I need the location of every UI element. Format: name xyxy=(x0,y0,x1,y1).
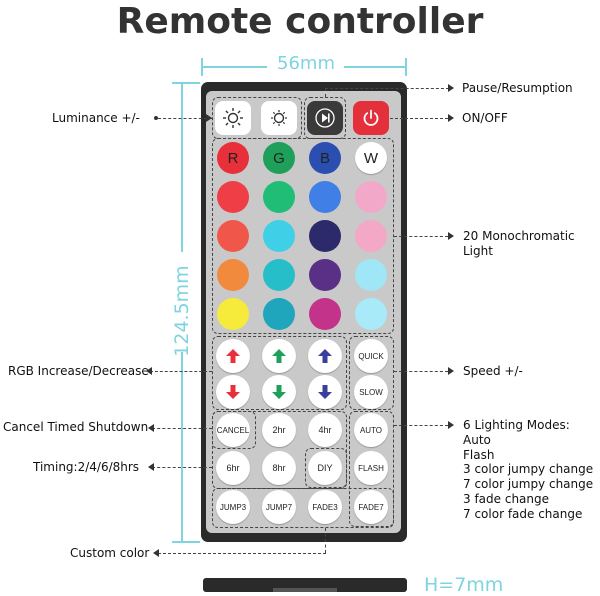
timer-8hr-button[interactable]: 8hr xyxy=(262,451,296,485)
width-dimension-line xyxy=(201,66,267,68)
white-button[interactable]: W xyxy=(355,142,387,174)
speed-group xyxy=(349,336,394,410)
color-button[interactable] xyxy=(217,259,249,291)
remote-side-view xyxy=(203,578,407,592)
slow-button[interactable]: SLOW xyxy=(354,375,388,409)
color-button[interactable] xyxy=(309,298,341,330)
green-decrease-button[interactable] xyxy=(262,375,296,409)
quick-button[interactable]: QUICK xyxy=(354,339,388,373)
height-dimension-line xyxy=(181,352,183,542)
red-increase-button[interactable] xyxy=(216,339,250,373)
jump3-button[interactable]: JUMP3 xyxy=(216,490,250,524)
arrow-down-icon xyxy=(272,385,286,399)
red-decrease-button[interactable] xyxy=(216,375,250,409)
arrow-up-icon xyxy=(226,349,240,363)
mode-item: Flash xyxy=(463,447,495,462)
red-button[interactable]: R xyxy=(217,142,249,174)
pause-callout: Pause/Resumption xyxy=(462,81,573,95)
color-button[interactable] xyxy=(263,181,295,213)
arrow-down-icon xyxy=(226,385,240,399)
power-icon xyxy=(363,109,379,126)
width-label: 56mm xyxy=(277,53,335,74)
cancel-callout: Cancel Timed Shutdown xyxy=(3,420,149,434)
blue-decrease-button[interactable] xyxy=(308,375,342,409)
timer-4hr-button[interactable]: 4hr xyxy=(308,413,342,447)
green-button[interactable]: G xyxy=(263,142,295,174)
height-label: 124.5mm xyxy=(171,265,193,357)
white-label: W xyxy=(363,149,379,167)
jump7-button[interactable]: JUMP7 xyxy=(262,490,296,524)
speed-callout: Speed +/- xyxy=(463,364,523,378)
color-button[interactable] xyxy=(355,181,387,213)
timing-callout: Timing:2/4/6/8hrs xyxy=(33,460,140,474)
custom-color-callout: Custom color xyxy=(70,546,150,560)
mode-item: 7 color jumpy change xyxy=(463,477,594,492)
mode-item: 6 Lighting Modes: xyxy=(463,418,570,432)
color-button[interactable] xyxy=(355,298,387,330)
play-pause-icon xyxy=(315,108,335,128)
onoff-callout: ON/OFF xyxy=(462,111,508,125)
green-increase-button[interactable] xyxy=(262,339,296,373)
fade7-button[interactable]: FADE7 xyxy=(354,490,388,524)
color-button[interactable] xyxy=(355,220,387,252)
rgb-adjust-group xyxy=(212,336,347,410)
color-button[interactable] xyxy=(217,220,249,252)
blue-increase-button[interactable] xyxy=(308,339,342,373)
color-button[interactable] xyxy=(309,181,341,213)
color-button[interactable] xyxy=(217,181,249,213)
width-dimension-line xyxy=(344,66,407,68)
arrow-up-icon xyxy=(272,349,286,363)
dim-sun-icon xyxy=(271,110,287,126)
height-dimension-line xyxy=(181,82,183,252)
blue-label: B xyxy=(319,149,330,167)
arrow-down-icon xyxy=(318,385,332,399)
red-label: R xyxy=(227,149,239,167)
mode-item: 3 fade change xyxy=(463,491,550,506)
play-pause-button[interactable] xyxy=(307,101,343,135)
timer-6hr-button[interactable]: 6hr xyxy=(216,451,250,485)
timer-2hr-button[interactable]: 2hr xyxy=(262,413,296,447)
luminance-group xyxy=(212,97,302,139)
green-label: G xyxy=(273,149,285,167)
color-button[interactable] xyxy=(217,298,249,330)
monochromatic-callout: 20 Monochromatic Light xyxy=(463,229,575,258)
mode-item: 7 color fade change xyxy=(463,506,583,521)
luminance-callout: Luminance +/- xyxy=(52,111,140,125)
brightness-down-button[interactable] xyxy=(261,101,297,135)
power-button[interactable] xyxy=(353,101,389,135)
sun-icon xyxy=(223,108,243,128)
cancel-button[interactable]: CANCEL xyxy=(216,413,250,447)
diy-group xyxy=(305,448,347,488)
color-button[interactable] xyxy=(263,220,295,252)
color-button[interactable] xyxy=(263,298,295,330)
auto-button[interactable]: AUTO xyxy=(354,413,388,447)
fade3-button[interactable]: FADE3 xyxy=(308,490,342,524)
diy-button[interactable]: DIY xyxy=(308,451,342,485)
color-button[interactable] xyxy=(309,259,341,291)
color-button[interactable] xyxy=(309,220,341,252)
arrow-up-icon xyxy=(318,349,332,363)
thickness-label: H=7mm xyxy=(424,574,504,596)
mode-item: 3 color jumpy change xyxy=(463,462,594,477)
rgb-callout: RGB Increase/Decrease xyxy=(8,364,149,378)
brightness-up-button[interactable] xyxy=(215,101,251,135)
monochromatic-group xyxy=(212,138,394,334)
flash-button[interactable]: FLASH xyxy=(354,451,388,485)
page-title: Remote controller xyxy=(116,1,484,42)
pause-group xyxy=(304,97,346,139)
color-button[interactable] xyxy=(355,259,387,291)
modes-group xyxy=(349,411,394,527)
color-button[interactable] xyxy=(263,259,295,291)
blue-button[interactable]: B xyxy=(309,142,341,174)
custom-group xyxy=(212,488,394,528)
mode-item: Auto xyxy=(463,432,491,447)
